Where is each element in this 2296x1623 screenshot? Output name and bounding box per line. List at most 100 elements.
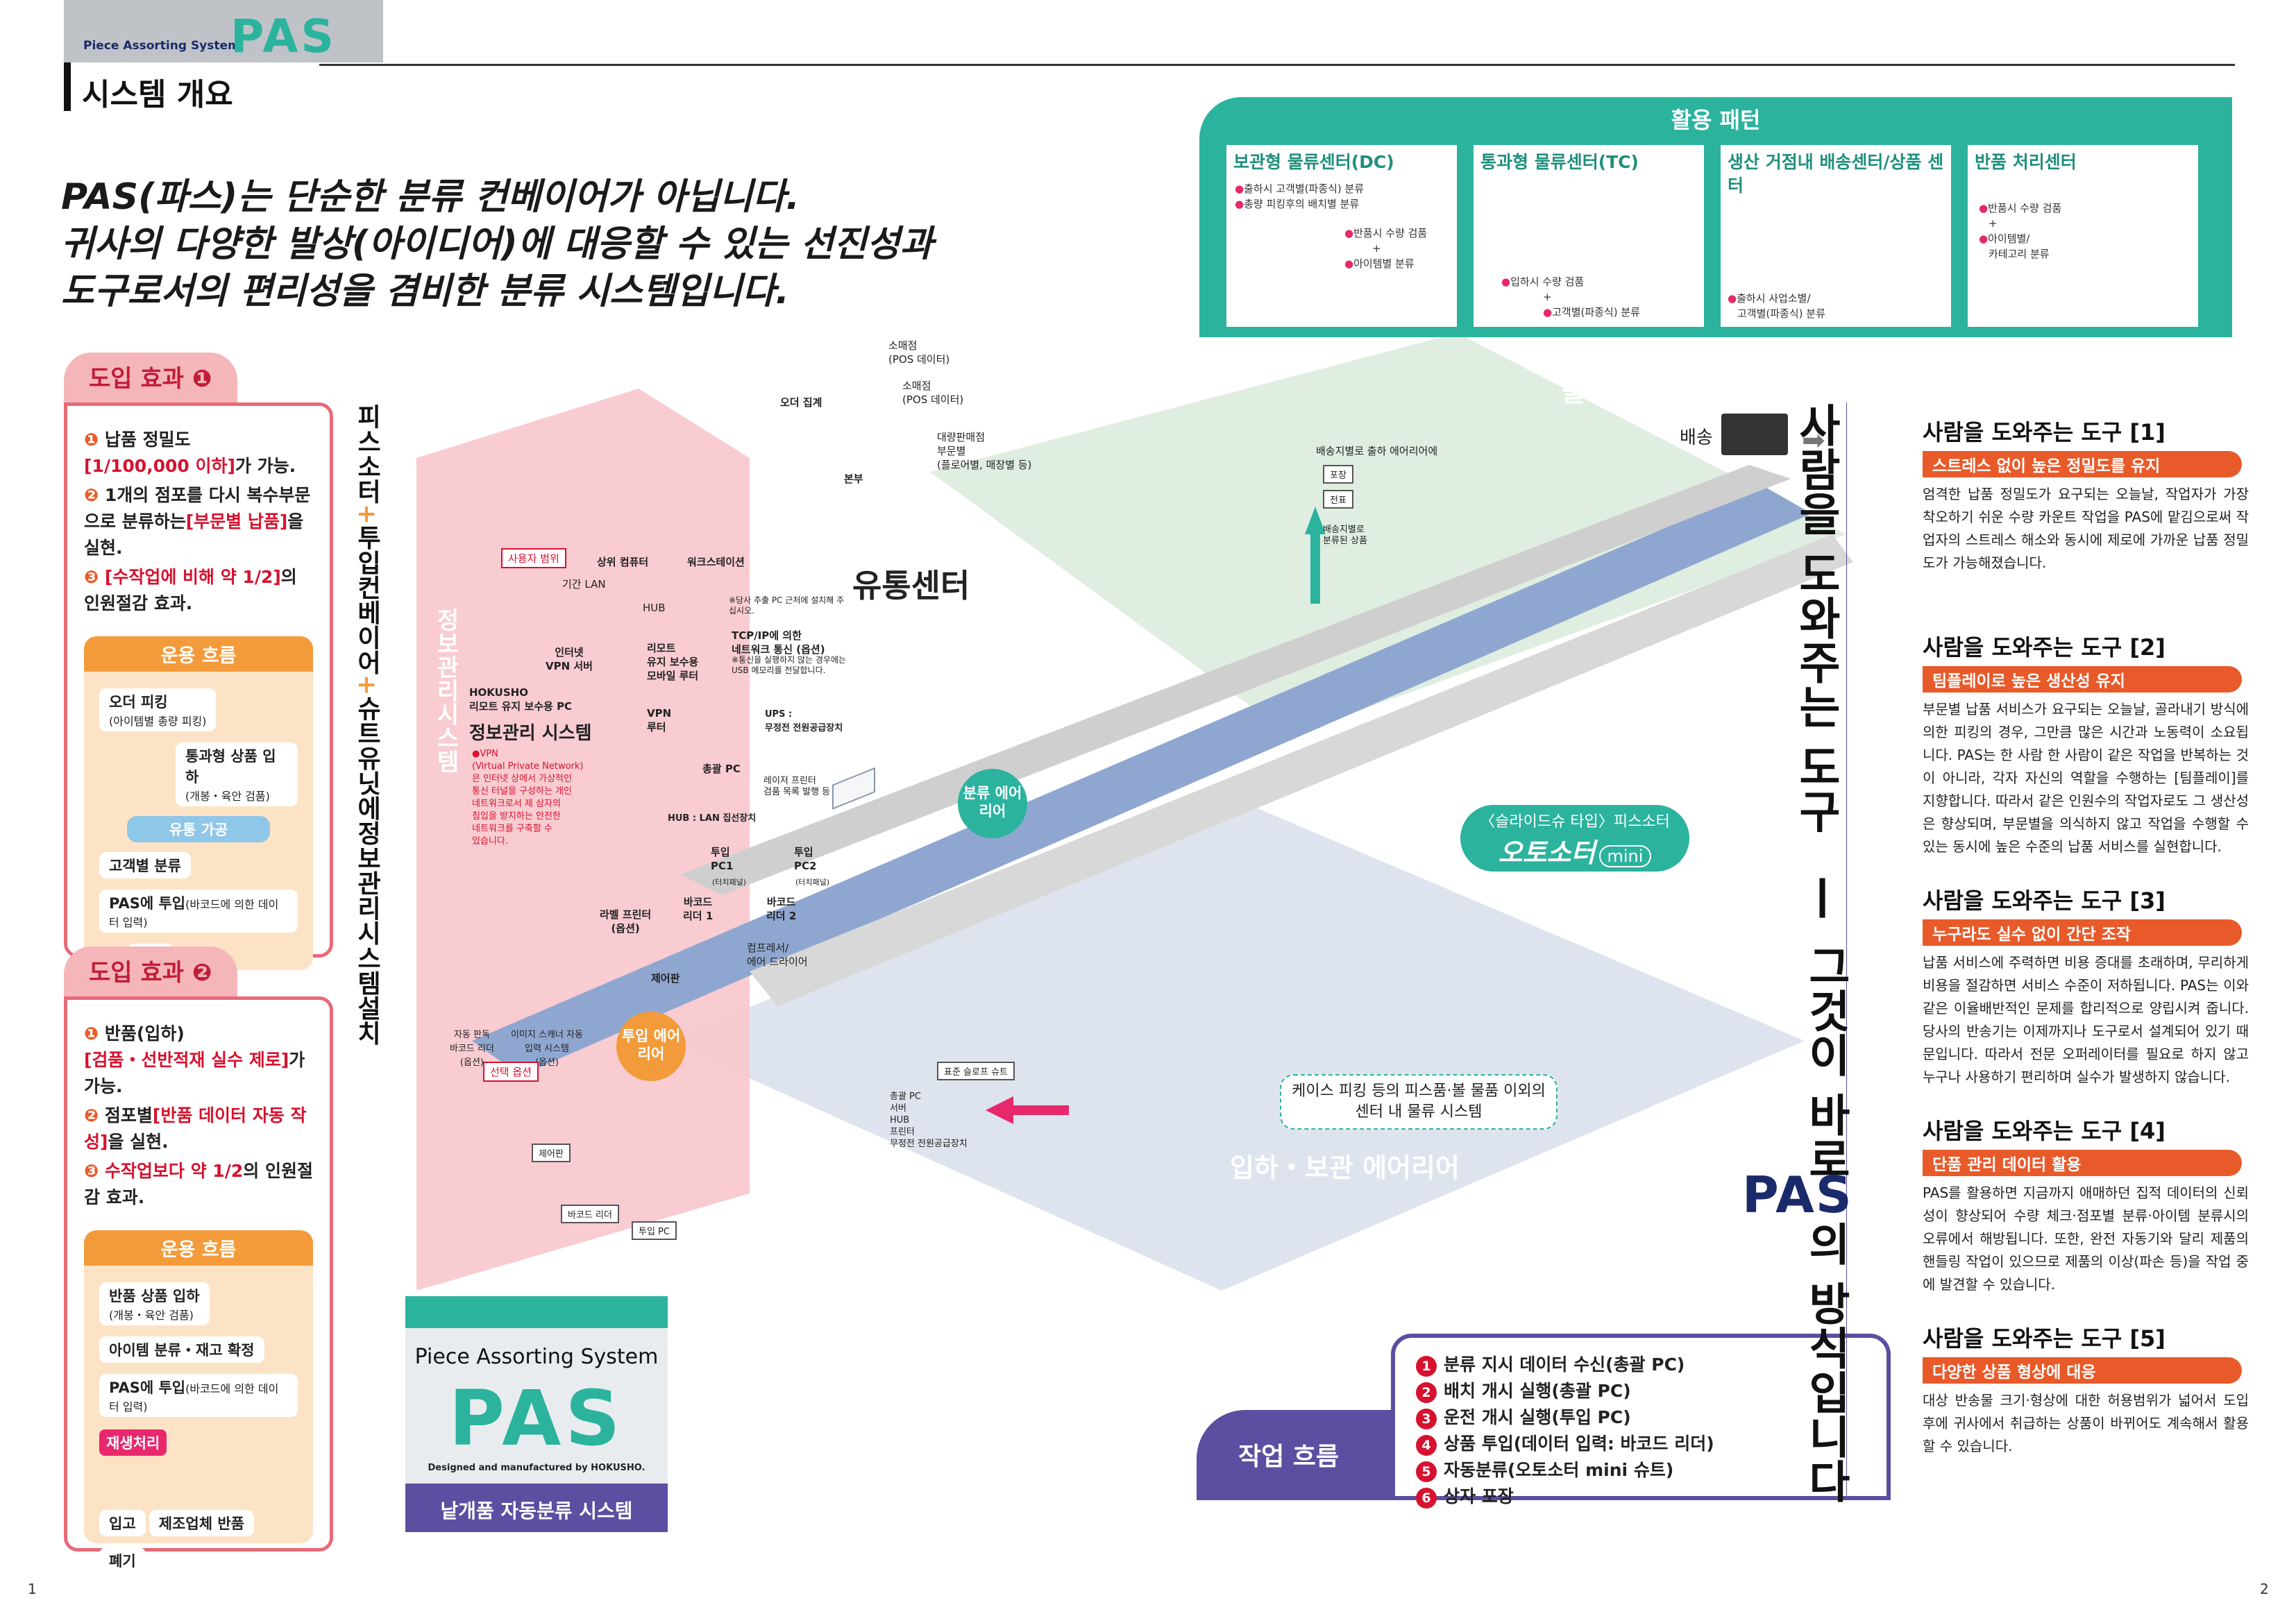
product-name: Piece Assorting System <box>414 1345 659 1369</box>
work-step: 5 자동분류(오토소터 mini 슈트) <box>1416 1457 1866 1484</box>
step-num: 4 <box>1416 1435 1437 1456</box>
step-text: 자동분류(오토소터 mini 슈트) <box>1444 1460 1674 1480</box>
item-post: 의 인원절감 효과. <box>84 1161 313 1207</box>
label-label-printer: 라벨 프린터 (옵션) <box>600 908 652 935</box>
label-slip: 전표 <box>1323 490 1353 509</box>
step-text: 운전 개시 실행(투입 PC) <box>1444 1407 1631 1427</box>
label-ws: 워크스테이션 <box>687 556 745 568</box>
tool-1: 사람을 도와주는 도구 [1] 스트레스 없이 높은 정밀도를 유지 엄격한 납… <box>1923 415 2256 575</box>
item-post: 을 실현. <box>84 511 304 558</box>
label-ctrl: 제어판 <box>532 1144 571 1162</box>
tool-body: PAS를 활용하면 지금까지 애매하던 집적 데이터의 신뢰성이 향상되어 수량… <box>1923 1184 2249 1293</box>
header-rule <box>319 64 2235 66</box>
note: 카테고리 분류 <box>1989 248 2050 260</box>
flow-step-item-sort: 아이템 분류・재고 확정 <box>99 1336 264 1363</box>
caption-plus: + <box>353 674 381 696</box>
flow-step-stock: 입고 <box>99 1510 146 1536</box>
step-num: 1 <box>1416 1356 1437 1377</box>
flow-step-pas-input: PAS에 투입(바코드에 의한 데이터 입력) <box>99 890 298 933</box>
label-touch-2: (터치패널) <box>795 878 830 887</box>
ship-area-floor <box>930 333 1846 736</box>
label-select-opt: 선택 옵션 <box>483 1062 539 1082</box>
item-num: ❶ <box>84 430 99 450</box>
item-em: [1/100,000 이하] <box>84 456 235 476</box>
caption-plus: + <box>353 504 381 525</box>
ship-area-label: 출하 에어리어 <box>1562 377 1716 407</box>
label-main-pc: 총괄 PC <box>702 763 741 775</box>
product-logo: PAS <box>448 1374 625 1463</box>
label-hub-note: ※당사 추출 PC 근처에 설치해 주십시오. <box>729 595 845 615</box>
step-sub: (바코드에 의한 데이터 입력) <box>109 898 279 929</box>
flow-step-customer-sort: 고객별 분류 <box>99 852 191 878</box>
effect2-title: 도입 효과 ❷ <box>64 946 237 996</box>
ship-arrow-icon: ➡ <box>1802 425 1825 457</box>
label-bc-reader: 바코드 리더 <box>561 1205 619 1223</box>
label-bc-1: 바코드 리더 1 <box>683 896 714 922</box>
label-hokusho: HOKUSHO 리모트 유지 보수용 PC <box>469 686 573 713</box>
tool-sub: 단품 관리 데이터 활용 <box>1923 1150 2242 1176</box>
step-num: 5 <box>1416 1461 1437 1482</box>
tool-2: 사람을 도와주는 도구 [2] 팀플레이로 높은 생산성 유지 부문별 납품 서… <box>1923 630 2256 858</box>
label-order: 오더 집계 <box>780 396 822 409</box>
right-vertical-line-3: 의 방식입니다 <box>1800 1221 1851 1504</box>
flow-step-dispose: 폐기 <box>99 1547 146 1574</box>
caption-part-1: 피스소터 <box>353 404 381 504</box>
step-num: 3 <box>1416 1409 1437 1429</box>
pattern-card-tc: 통과형 물류센터(TC) ●입하시 수량 검품 + ●고객별(파종식) 분류 <box>1471 143 1706 329</box>
step-sub: (개봉・육안 검품) <box>185 790 270 803</box>
item-em: [수작업에 비해 약 1/2] <box>104 567 281 587</box>
right-vertical-line-1: 사람을 도와주는 도구 <box>1790 402 1841 833</box>
info-system-title: 정보관리 시스템 <box>469 723 592 744</box>
note: 고객별(파종식) 분류 <box>1552 306 1640 318</box>
effect2-flow-title: 운용 흐름 <box>84 1230 313 1266</box>
item-pre: 납품 정밀도 <box>104 430 191 450</box>
effect1-box: ❶ 납품 정밀도[1/100,000 이하]가 가능. ❷ 1개의 점포를 다시… <box>64 402 333 1008</box>
effect1-flow: 운용 흐름 오더 피킹(아이템별 총량 피킹) 통과형 상품 입하(개봉・육안 … <box>84 636 313 1008</box>
flow-arrow-left <box>986 1096 1013 1124</box>
label-remote: 리모트 유지 보수용 모바일 루터 <box>647 642 699 682</box>
step-label: 오더 피킹 <box>109 694 168 711</box>
ship-label: 배송 <box>1680 427 1713 448</box>
step-sub: (바코드에 의한 데이터 입력) <box>109 1382 279 1413</box>
effect2-box: ❶ 반품(입하)[검품・선반적재 실수 제로]가 가능. ❷ 점포별[반품 데이… <box>64 996 333 1574</box>
effect2-flow-body: 반품 상품 입하(개봉・육안 검품) 아이템 분류・재고 확정 PAS에 투입(… <box>84 1266 313 1574</box>
label-user-range: 사용자 범위 <box>501 548 566 568</box>
tool-sub: 다양한 상품 형상에 대응 <box>1923 1357 2242 1384</box>
flow-arrow-up-stem <box>1310 534 1320 604</box>
tool-4: 사람을 도와주는 도구 [4] 단품 관리 데이터 활용 PAS를 활용하면 지… <box>1923 1114 2256 1296</box>
tool-body: 납품 서비스에 주력하면 비용 증대를 초래하며, 무리하게 비용을 절감하면 … <box>1923 954 2249 1085</box>
header-bar <box>64 62 71 111</box>
header-brand: Piece Assorting System PAS <box>64 0 383 63</box>
flow-step-recycle: 재생처리 <box>99 1429 167 1456</box>
case-note: 케이스 피킹 등의 피스품·볼 물품 이외의 센터 내 물류 시스템 <box>1280 1074 1558 1130</box>
step-text: 분류 지시 데이터 수신(총괄 PC) <box>1444 1354 1685 1375</box>
flow-step-pas-input: PAS에 투입(바코드에 의한 데이터 입력) <box>99 1374 298 1417</box>
note: 총량 피킹후의 배치별 분류 <box>1244 198 1360 210</box>
effect1-panel: 도입 효과 ❶ ❶ 납품 정밀도[1/100,000 이하]가 가능. ❷ 1개… <box>64 352 333 1008</box>
tool-sub: 누구라도 실수 없이 간단 조작 <box>1923 919 2242 946</box>
item-num: ❷ <box>84 1105 99 1125</box>
tool-body: 엄격한 납품 정밀도가 요구되는 오늘날, 작업자가 가장 착오하기 쉬운 수량… <box>1923 486 2249 571</box>
pattern-card-title: 생산 거점내 배송센터/상품 센터 <box>1721 145 1951 203</box>
effect2-item-1: ❶ 반품(입하)[검품・선반적재 실수 제로]가 가능. <box>84 1021 313 1100</box>
step-num: 2 <box>1416 1382 1437 1403</box>
tool-body: 대상 반송물 크기·형상에 대한 허용범위가 넓어서 도입 후에 귀사에서 취급… <box>1923 1392 2249 1454</box>
note: 입하시 수량 검품 <box>1510 275 1585 288</box>
item-em: [부문별 납품] <box>185 511 288 532</box>
step-sub: (개봉・육안 검품) <box>109 1309 194 1322</box>
pattern-card-dc: 보관형 물류센터(DC) ●출하시 고객별(파종식) 분류 ●총량 피킹후의 배… <box>1224 143 1459 329</box>
receive-area-floor <box>666 805 1805 1291</box>
flow-step-return-receive: 반품 상품 입하(개봉・육안 검품) <box>99 1282 210 1325</box>
tool-title: 사람을 도와주는 도구 [5] <box>1923 1325 2166 1352</box>
label-img-scan: 이미지 스캐너 자동 입력 시스템 (옵션) <box>511 1030 583 1068</box>
step-num: 6 <box>1416 1488 1437 1509</box>
item-post: 의 인원절감 효과. <box>84 567 297 613</box>
note: + <box>1989 217 1998 230</box>
label-mass-store: 대량판매점 부문별 (플로어별, 매장별 등) <box>937 431 1032 471</box>
effect2-flow: 운용 흐름 반품 상품 입하(개봉・육안 검품) 아이템 분류・재고 확정 PA… <box>84 1230 313 1574</box>
effect1-flow-title: 운용 흐름 <box>84 636 313 672</box>
conveyor-rail-upper <box>680 465 1791 895</box>
brand-logo: PAS <box>230 10 337 63</box>
